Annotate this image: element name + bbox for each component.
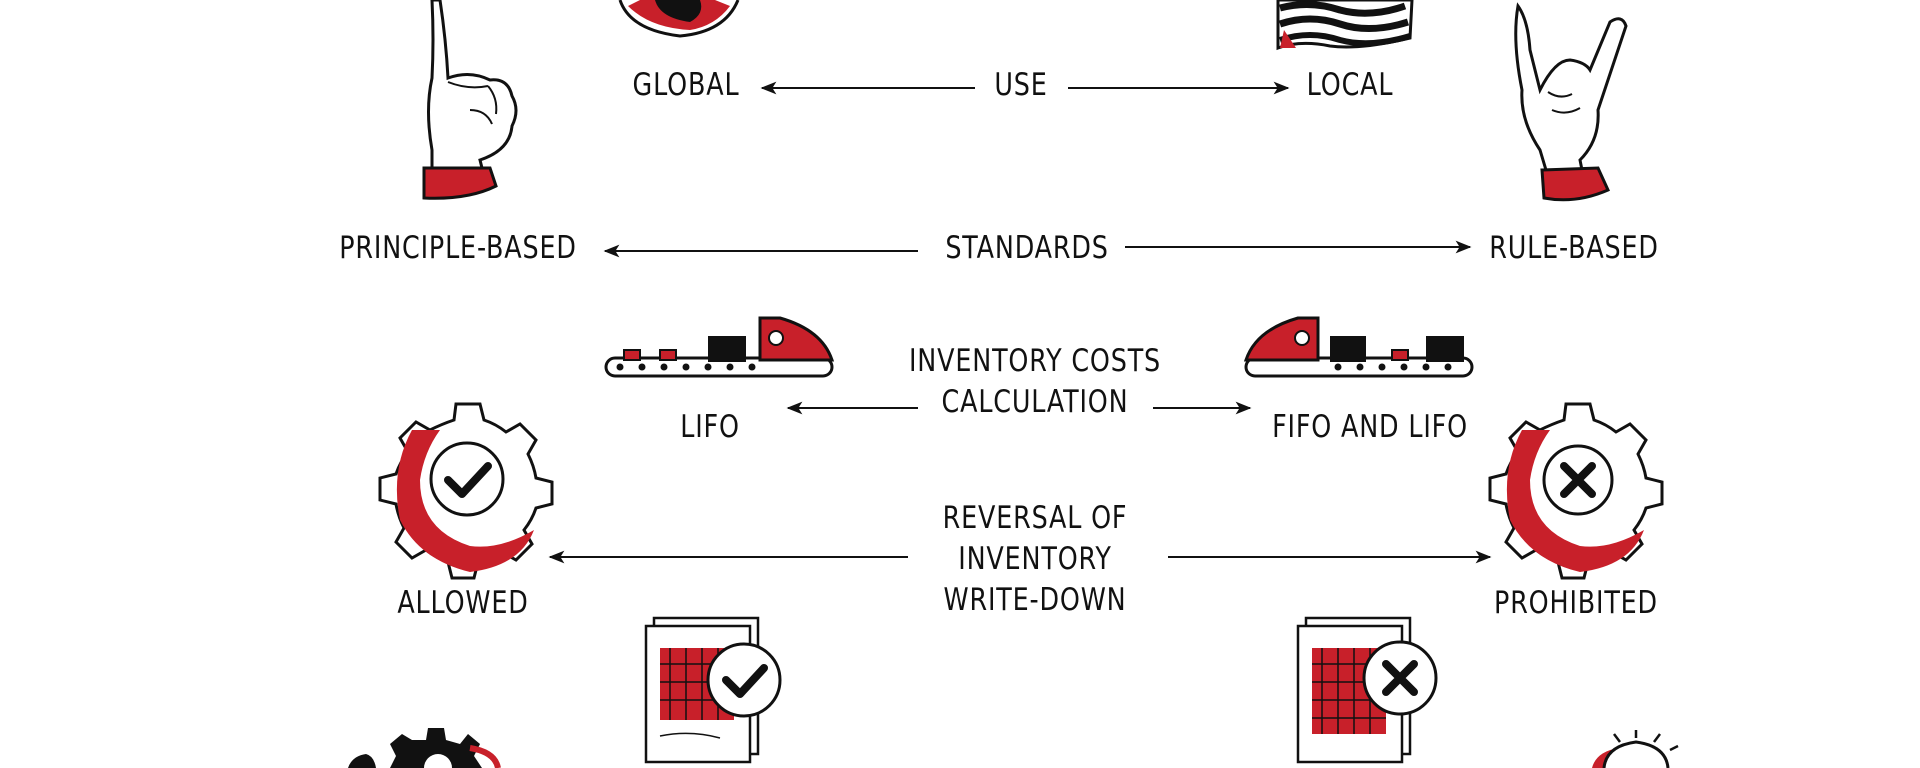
label-line: INVENTORY COSTS: [908, 343, 1162, 379]
label-fifo-and-lifo: FIFO AND LIFO: [1272, 409, 1468, 445]
label-lifo: LIFO: [680, 409, 740, 445]
label-prohibited: PROHIBITED: [1494, 585, 1658, 621]
label-rule-based: RULE-BASED: [1489, 230, 1659, 266]
conveyor-belt-icon: [1243, 316, 1474, 378]
label-local: LOCAL: [1306, 67, 1394, 103]
globe-icon: [618, 0, 740, 38]
gear-cross-icon: [1488, 402, 1664, 580]
rock-horns-hand-icon: [1514, 2, 1628, 202]
label-standards: STANDARDS: [945, 230, 1109, 266]
lightbulb-icon: [1592, 730, 1679, 768]
conveyor-belt-icon: [604, 316, 835, 378]
document-cross-icon: [1296, 616, 1438, 764]
label-inventory-costs-calculation: INVENTORY COSTS CALCULATION: [909, 341, 1161, 423]
label-reversal-of-inventory-write-down: REVERSAL OF INVENTORY WRITE-DOWN: [943, 498, 1128, 621]
flag-icon: [1276, 0, 1414, 51]
label-global: GLOBAL: [632, 67, 740, 103]
label-line: CALCULATION: [941, 384, 1129, 420]
label-line: REVERSAL OF: [942, 500, 1128, 536]
index-finger-hand-icon: [422, 0, 518, 200]
document-check-icon: [644, 616, 782, 764]
gear-check-icon: [378, 402, 554, 580]
label-use: USE: [994, 67, 1048, 103]
label-principle-based: PRINCIPLE-BASED: [339, 230, 577, 266]
label-line: INVENTORY: [958, 541, 1112, 577]
label-line: WRITE-DOWN: [943, 582, 1127, 618]
gears-icon: [348, 728, 501, 768]
label-allowed: ALLOWED: [397, 585, 529, 621]
